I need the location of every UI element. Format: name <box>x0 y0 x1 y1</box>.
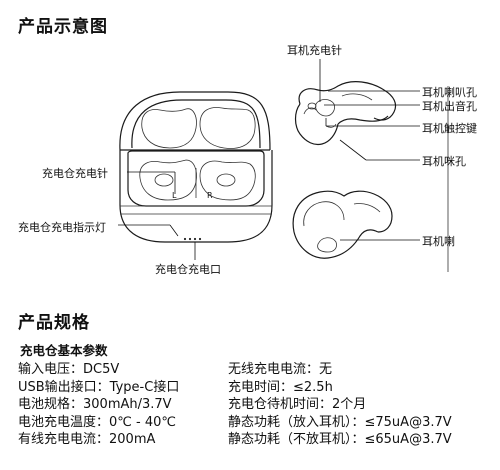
spec-wireless-current: 无线充电电流：无 <box>228 362 333 377</box>
specs-section-title: 充电仓基本参数 <box>20 343 108 358</box>
case-logo-left: L <box>172 191 177 200</box>
earbud-top-illustration <box>294 81 397 146</box>
label-case-charging-port: 充电仓充电口 <box>155 263 221 276</box>
specs-right-column: 无线充电电流：无 充电时间：≤2.5h 充电仓待机时间：2个月 静态功耗（放入耳… <box>228 361 452 449</box>
label-earbud-touch-key: 耳机触控键 <box>422 122 477 135</box>
label-earbud-speaker-hole: 耳机喇叭孔 <box>422 86 477 99</box>
case-logo-right: R <box>207 191 213 200</box>
label-earbud-bottom-partial: 耳机喇 <box>422 235 455 248</box>
diagram-title: 产品示意图 <box>18 17 108 37</box>
label-case-indicator-light: 充电仓充电指示灯 <box>18 221 106 234</box>
charging-case-illustration <box>119 91 273 243</box>
earbud-bottom-illustration <box>292 190 393 259</box>
spec-usb-output: USB输出接口：Type-C接口 <box>18 379 180 395</box>
label-earbud-mic-hole: 耳机咪孔 <box>422 155 466 168</box>
spec-standby-time: 充电仓待机时间：2个月 <box>228 397 367 412</box>
specs-left-column: 输入电压：DC5V USB输出接口：Type-C接口 电池规格：300mAh/3… <box>18 361 179 449</box>
label-earbud-sound-outlet: 耳机出音孔 <box>422 100 477 113</box>
label-earbud-charging-pins: 耳机充电针 <box>287 44 342 57</box>
spec-input-voltage: 输入电压：DC5V <box>18 362 120 377</box>
label-case-charging-pins: 充电仓充电针 <box>42 167 108 180</box>
spec-static-power-with: 静态功耗（放入耳机）：≤75uA@3.7V <box>228 414 452 430</box>
spec-battery: 电池规格：300mAh/3.7V <box>18 397 172 412</box>
specs-title: 产品规格 <box>18 313 90 333</box>
spec-static-power-without: 静态功耗（不放耳机）：≤65uA@3.7V <box>228 432 452 447</box>
spec-charging-temp: 电池充电温度：0℃ - 40℃ <box>18 414 176 430</box>
spec-charge-time: 充电时间：≤2.5h <box>228 379 333 395</box>
spec-wired-current: 有线充电电流：200mA <box>18 432 156 447</box>
